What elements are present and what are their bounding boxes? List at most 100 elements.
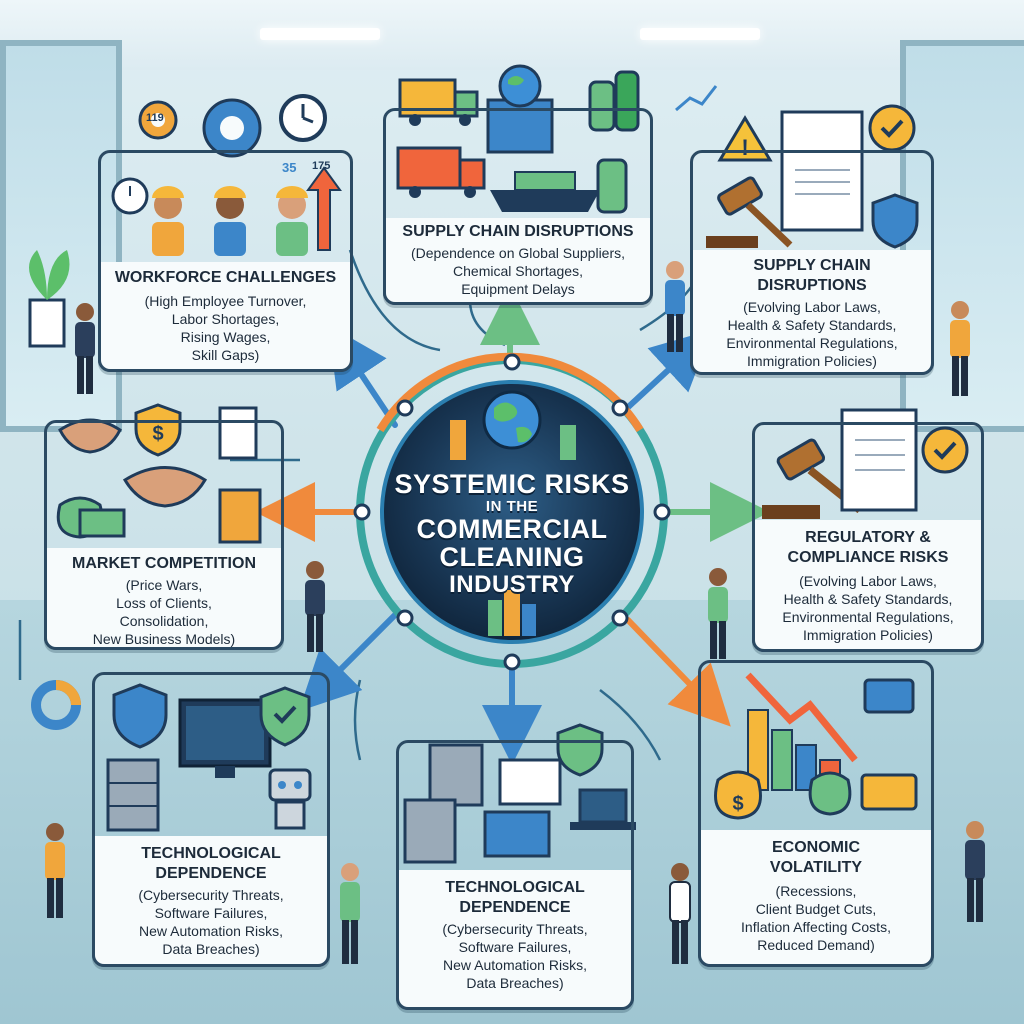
card-items: (Evolving Labor Laws, Health & Safety St… <box>755 572 981 644</box>
card-title: SUPPLY CHAIN DISRUPTIONS <box>693 256 931 296</box>
warning-icon: ! <box>717 115 773 162</box>
city-buildings-icon <box>450 420 576 636</box>
gear-icon <box>202 98 262 158</box>
person-figure <box>75 303 95 394</box>
shield-dollar-icon: $ <box>134 403 182 457</box>
connector-line <box>348 249 441 352</box>
number-badge: 35 <box>282 160 297 175</box>
card-title: REGULATORY & COMPLIANCE RISKS <box>755 528 981 568</box>
arrow-to-workforce <box>328 325 398 428</box>
card-item: Loss of Clients, <box>116 595 212 611</box>
card-title: WORKFORCE CHALLENGES <box>114 269 337 286</box>
card-items: (Evolving Labor Laws, Health & Safety St… <box>693 298 931 370</box>
card-tech-center-text-panel: TECHNOLOGICAL DEPENDENCE (Cybersecurity … <box>396 870 634 1010</box>
card-title-line: TECHNOLOGICAL <box>445 879 585 896</box>
shield-check-icon <box>259 686 311 747</box>
card-item: (Cybersecurity Threats, <box>138 887 284 903</box>
money-bag-icon <box>808 771 852 816</box>
hub-node <box>396 609 414 627</box>
person-figure <box>708 568 728 659</box>
trend-down-arrow-icon <box>745 672 858 763</box>
arrow-to-tech-left <box>298 612 398 712</box>
card-item: Software Failures, <box>154 905 268 921</box>
card-item: Environmental Regulations, <box>726 335 898 351</box>
card-item: Software Failures, <box>458 939 572 955</box>
card-item: Reduced Demand) <box>757 937 875 953</box>
computer-monitor-icon <box>483 758 562 858</box>
cleaning-bottle-icon <box>588 70 640 214</box>
person-figure <box>340 863 360 964</box>
connector-line <box>353 679 362 761</box>
card-title-line: COMPLIANCE RISKS <box>787 549 949 566</box>
card-item: (Evolving Labor Laws, <box>799 573 937 589</box>
shield-check-icon <box>556 723 604 777</box>
hub-node <box>653 503 671 521</box>
hub-node <box>503 353 521 371</box>
card-item: Data Breaches) <box>466 975 564 991</box>
person-figure <box>965 821 985 922</box>
hub-title-line: COMMERCIAL <box>416 514 608 544</box>
card-item: New Business Models) <box>92 631 236 647</box>
ceiling-light <box>640 28 760 40</box>
card-items: (Price Wars, Loss of Clients, Consolidat… <box>47 576 281 648</box>
card-item: (Evolving Labor Laws, <box>743 299 881 315</box>
number-badge: 119 <box>146 112 164 124</box>
connector-line <box>599 689 662 761</box>
truck-icon <box>396 146 486 198</box>
hub-title-line: IN THE <box>485 498 539 515</box>
card-title-line: VOLATILITY <box>769 859 863 876</box>
person-figure <box>669 863 691 964</box>
card-item: Immigration Policies) <box>803 627 933 643</box>
card-title-line: SUPPLY CHAIN <box>753 257 871 274</box>
card-title: TECHNOLOGICAL DEPENDENCE <box>399 878 631 918</box>
card-item: Immigration Policies) <box>747 353 877 369</box>
card-items: (Recessions, Client Budget Cuts, Inflati… <box>701 882 931 954</box>
person-figure <box>950 301 970 396</box>
card-item: (High Employee Turnover, <box>144 293 307 309</box>
card-item: Chemical Shortages, <box>453 263 583 279</box>
globe-icon <box>482 390 542 450</box>
laptop-icon <box>570 788 636 830</box>
card-title: MARKET COMPETITION <box>72 555 256 572</box>
card-title-line: REGULATORY & <box>805 529 931 546</box>
card-title-line: DISRUPTIONS <box>757 277 867 294</box>
card-item: New Automation Risks, <box>139 923 283 939</box>
line-chart-icon <box>675 85 718 112</box>
hub-node <box>353 503 371 521</box>
hub-disc <box>380 380 644 644</box>
server-rack-icon <box>106 758 160 832</box>
gear-icon <box>138 100 178 140</box>
arrow-to-supply-right <box>622 329 713 413</box>
card-items: (High Employee Turnover, Labor Shortages… <box>101 292 350 364</box>
hub-title: SYSTEMIC RISKS IN THE COMMERCIAL CLEANIN… <box>392 470 632 599</box>
card-item: Environmental Regulations, <box>782 609 954 625</box>
card-item: Skill Gaps) <box>191 347 260 363</box>
svg-text:!: ! <box>741 135 748 160</box>
card-title-line: DEPENDENCE <box>155 865 267 882</box>
hub-node <box>611 399 629 417</box>
bar-chart-icon <box>747 709 841 791</box>
card-title: TECHNOLOGICAL DEPENDENCE <box>95 844 327 884</box>
office-building-icon <box>218 406 262 544</box>
server-rack-icon <box>403 743 484 864</box>
card-item: Rising Wages, <box>180 329 271 345</box>
person-figure <box>665 261 685 352</box>
connector-line <box>468 299 506 347</box>
card-items: (Cybersecurity Threats, Software Failure… <box>399 920 631 992</box>
contract-document-icon <box>780 110 864 232</box>
card-title-line: TECHNOLOGICAL <box>141 845 281 862</box>
hub-node <box>396 399 414 417</box>
card-supply-right-text-panel: SUPPLY CHAIN DISRUPTIONS (Evolving Labor… <box>690 250 934 375</box>
card-item: (Recessions, <box>775 883 857 899</box>
card-regulatory-text-panel: REGULATORY & COMPLIANCE RISKS (Evolving … <box>752 520 984 652</box>
workers-icon <box>152 186 308 256</box>
card-item: Health & Safety Standards, <box>783 591 953 607</box>
card-tech-left-text-panel: TECHNOLOGICAL DEPENDENCE (Cybersecurity … <box>92 836 330 967</box>
card-items: (Cybersecurity Threats, Software Failure… <box>95 886 327 958</box>
money-bag-icon: $ <box>714 770 762 820</box>
number-badge: 175 <box>312 160 331 172</box>
card-item: Consolidation, <box>119 613 209 629</box>
hub-node <box>503 653 521 671</box>
hub-title-line: SYSTEMIC RISKS <box>394 469 630 499</box>
award-badge-icon <box>868 104 916 152</box>
